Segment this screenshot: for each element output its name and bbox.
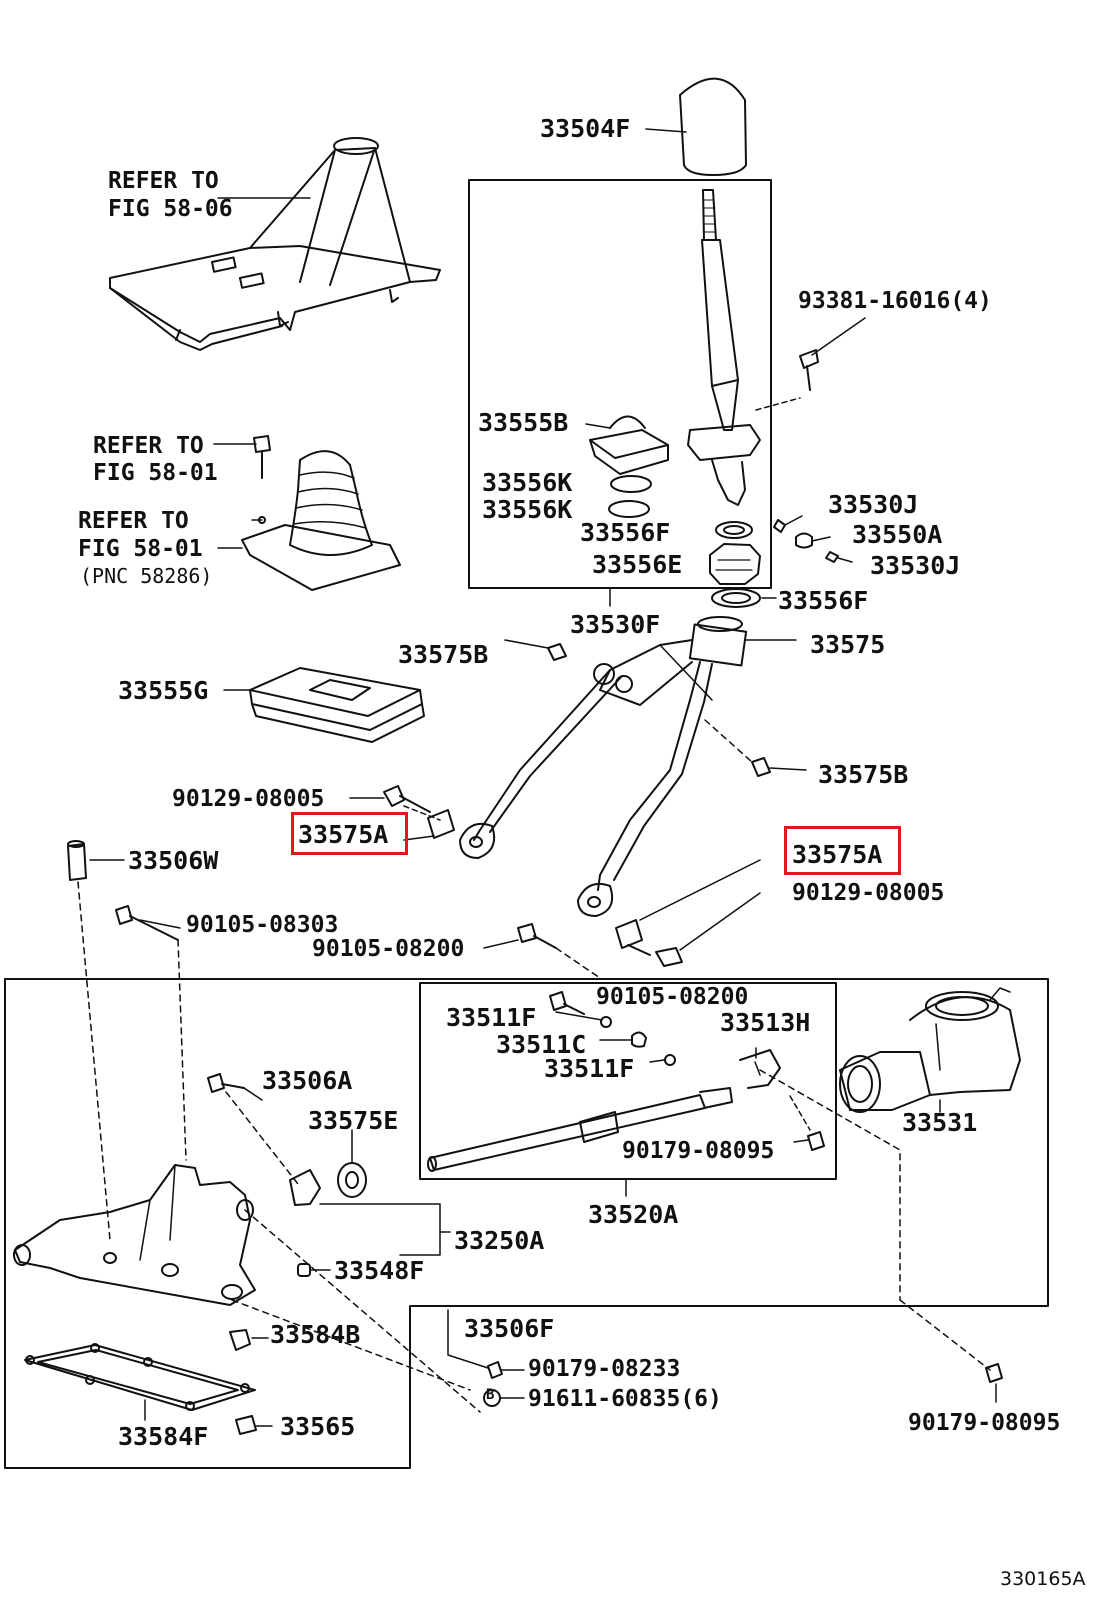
- seat-ring-1: [610, 475, 652, 493]
- label-33504F: 33504F: [540, 114, 631, 143]
- bolt-90129-1: [383, 785, 405, 807]
- shift-boot-drawing: [109, 137, 441, 351]
- refer-gaiter-line1: REFER TO: [78, 508, 189, 534]
- label-33556F-1: 33556F: [580, 518, 671, 547]
- label-33506A: 33506A: [262, 1066, 353, 1095]
- shift-lever-drawing: [687, 189, 801, 506]
- label-33511C: 33511C: [496, 1030, 587, 1059]
- label-33556F-2: 33556F: [778, 586, 869, 615]
- bolt-33506A: [207, 1073, 225, 1093]
- refer-bolt-line2: FIG 58-01: [93, 460, 218, 486]
- pin-33511C: [631, 1031, 647, 1048]
- bushing-33575E-drawing: [337, 1129, 367, 1198]
- collar-33575A-2: [615, 919, 643, 949]
- bolt-marker-letter: B: [486, 1387, 495, 1403]
- label-91611-60835: 91611-60835(6): [528, 1386, 722, 1412]
- lever-33250A-drawing: [289, 1169, 451, 1256]
- label-33530F: 33530F: [570, 610, 661, 639]
- collar-33575A-1: [427, 809, 455, 839]
- bolt-93381-drawing: [799, 317, 866, 391]
- label-33506F: 33506F: [464, 1314, 555, 1343]
- label-33584F: 33584F: [118, 1422, 209, 1451]
- refer-boot-line1: REFER TO: [108, 168, 219, 194]
- label-33556K-1: 33556K: [482, 468, 573, 497]
- pin-33506W-drawing: [67, 840, 125, 1241]
- bushing-33556E-drawing: [709, 543, 761, 585]
- nut-90179-08233: [487, 1361, 503, 1379]
- refer-gaiter-line2: FIG 58-01: [78, 536, 203, 562]
- bushing-33575B-1: [547, 643, 567, 661]
- label-33511F-1: 33511F: [446, 1003, 537, 1032]
- seat-ring-2: [608, 500, 650, 518]
- plug-33584B: [229, 1329, 251, 1351]
- label-90105-08303: 90105-08303: [186, 912, 339, 938]
- label-33575: 33575: [810, 630, 886, 659]
- refer-bolt-line1: REFER TO: [93, 433, 204, 459]
- label-33555B: 33555B: [478, 408, 569, 437]
- label-33575B-1: 33575B: [398, 640, 489, 669]
- shift-shaft-33520A-drawing: [427, 1047, 781, 1172]
- refer-gaiter-pnc: (PNC 58286): [80, 564, 213, 588]
- label-33550A: 33550A: [852, 520, 943, 549]
- label-33530J-1: 33530J: [828, 490, 919, 519]
- highlight-33575A-1: [291, 812, 408, 855]
- clip-33530J-2: [825, 551, 839, 563]
- label-90105-08200-1: 90105-08200: [312, 936, 465, 962]
- label-33565: 33565: [280, 1412, 356, 1441]
- label-33250A: 33250A: [454, 1226, 545, 1255]
- label-33556K-2: 33556K: [482, 495, 573, 524]
- nut-90179-08095-2: [985, 1363, 1003, 1383]
- transmission-housing-box: [4, 978, 1049, 1469]
- pin-33550A: [795, 532, 813, 549]
- label-33556E: 33556E: [592, 550, 683, 579]
- clip-33530J-1: [773, 519, 786, 533]
- label-93381-16016: 93381-16016(4): [798, 288, 992, 314]
- label-33575B-2: 33575B: [818, 760, 909, 789]
- label-33520A: 33520A: [588, 1200, 679, 1229]
- shift-shaft-group-box: [419, 982, 837, 1180]
- shift-knob-drawing: [645, 77, 747, 176]
- label-90179-08233: 90179-08233: [528, 1356, 681, 1382]
- refer-boot-line2: FIG 58-06: [108, 196, 233, 222]
- seat-33556F-top: [715, 521, 753, 539]
- bolt-90105-08303-1: [115, 905, 133, 925]
- bushing-33575B-2: [751, 757, 771, 777]
- cover-plate-33555G-drawing: [223, 667, 425, 743]
- gasket-33584F-drawing: [24, 1343, 256, 1421]
- pin-33511F-2: [664, 1054, 676, 1066]
- seat-33556F-bottom: [711, 588, 761, 608]
- highlight-33575A-2: [784, 826, 901, 875]
- label-33548F: 33548F: [334, 1256, 425, 1285]
- label-33506W: 33506W: [128, 846, 219, 875]
- label-90129-08005-2: 90129-08005: [792, 880, 945, 906]
- label-33530J-2: 33530J: [870, 551, 961, 580]
- label-33575A-2: 33575A: [792, 840, 883, 869]
- label-33584B: 33584B: [270, 1320, 361, 1349]
- nut-90179-08095-1: [807, 1131, 825, 1151]
- label-33531: 33531: [902, 1108, 978, 1137]
- label-33575A-1: 33575A: [298, 820, 389, 849]
- plug-33565: [235, 1415, 257, 1435]
- label-90129-08005-1: 90129-08005: [172, 786, 325, 812]
- housing-33531-drawing: [839, 987, 1021, 1113]
- label-33513H: 33513H: [720, 1008, 811, 1037]
- bolt-90129-2: [655, 947, 683, 967]
- transmission-cover-drawing: [13, 1164, 256, 1306]
- label-33511F-2: 33511F: [544, 1054, 635, 1083]
- pin-33511F-1: [600, 1016, 612, 1028]
- shift-lever-group-box: [468, 179, 772, 589]
- label-90179-08095-1: 90179-08095: [622, 1138, 775, 1164]
- label-90105-08200-2: 90105-08200: [596, 984, 749, 1010]
- label-33555G: 33555G: [118, 676, 209, 705]
- label-90179-08095-2: 90179-08095: [908, 1410, 1061, 1436]
- figure-id: 330165A: [1000, 1568, 1086, 1590]
- label-33575E: 33575E: [308, 1106, 399, 1135]
- shift-frame-33575-drawing: [459, 616, 797, 917]
- lever-boot-33555B-drawing: [585, 415, 669, 475]
